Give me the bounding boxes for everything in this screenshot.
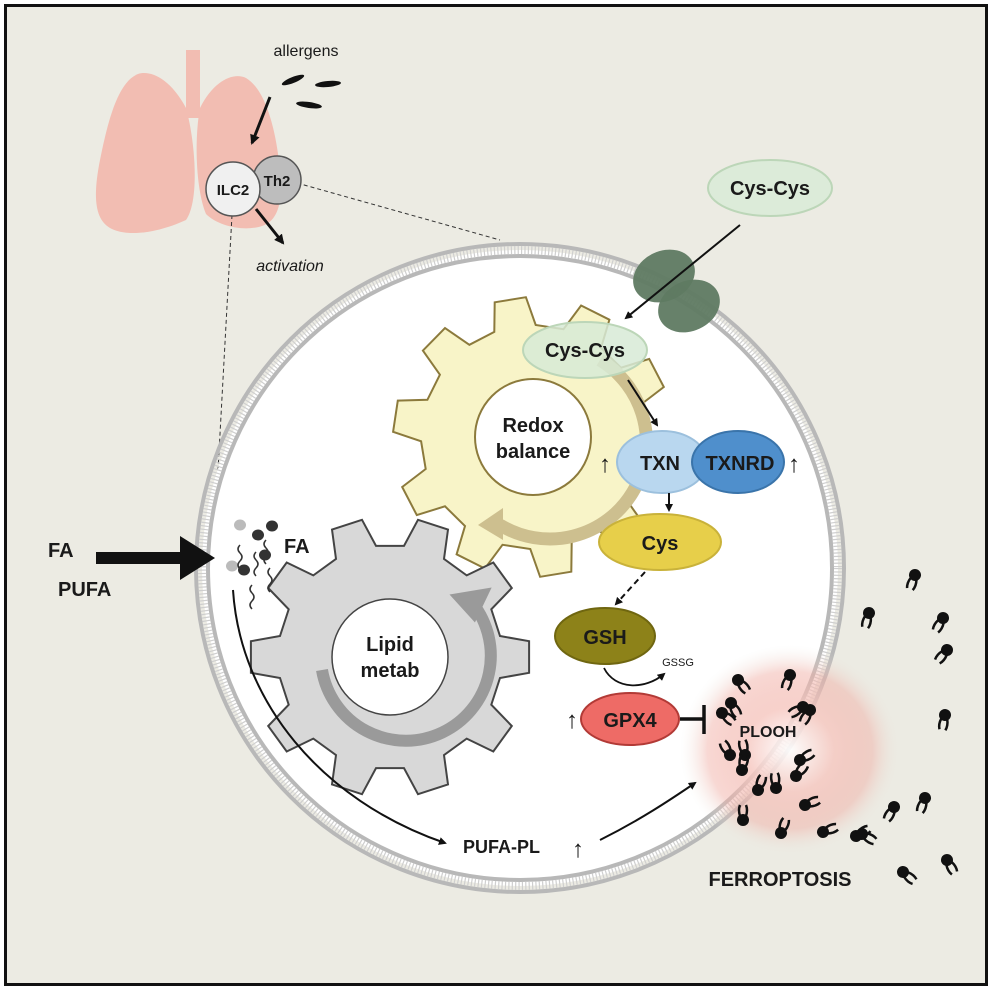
lipid-molecule xyxy=(769,772,782,794)
lipid-cycle-arrowhead xyxy=(449,587,492,623)
gpx4-label: GPX4 xyxy=(603,710,657,732)
lipid-molecule xyxy=(931,612,949,634)
lipid-molecule xyxy=(817,822,839,838)
cys-cys-outside-label: Cys-Cys xyxy=(730,178,810,200)
lipid-molecule xyxy=(933,644,953,665)
lipid-molecule xyxy=(794,748,816,766)
gpx4-node xyxy=(580,692,680,746)
fatty-acid-head xyxy=(226,560,238,572)
lipid-cycle-arrow xyxy=(316,596,497,747)
gpx4-up-arrow: ↑ xyxy=(566,707,578,734)
ferroptosis-glow xyxy=(680,645,900,855)
cys-label: Cys xyxy=(642,533,679,555)
allergen-particles xyxy=(281,74,341,109)
ferroptosis-label: FERROPTOSIS xyxy=(709,869,852,891)
cys-cys-inside xyxy=(522,321,648,379)
gsh-node xyxy=(554,607,656,665)
lipid-molecule xyxy=(937,709,951,731)
gsh-to-gssg-arrow xyxy=(603,667,666,687)
cys-to-gsh-arrow xyxy=(614,571,646,606)
cystine-transporter xyxy=(633,249,720,333)
fatty-acid-tail xyxy=(263,539,269,565)
allergens-label: allergens xyxy=(274,43,339,60)
oxidized-lipids xyxy=(716,569,959,886)
fatty-acid-head xyxy=(234,519,246,531)
cystine-import-arrow xyxy=(624,224,741,320)
pufa-pl-to-plooh-arrow xyxy=(599,781,697,841)
fatty-acid-head xyxy=(259,549,271,561)
lipid-molecule xyxy=(905,569,921,591)
lipid-label-line1: Lipid xyxy=(366,634,414,656)
txnrd-node xyxy=(691,430,785,494)
txnrd-label: TXNRD xyxy=(706,453,775,475)
redox-up-arrow: ↑ xyxy=(599,451,611,478)
lipid-molecule xyxy=(752,774,768,796)
lipid-molecule xyxy=(897,866,918,886)
lipid-molecule xyxy=(725,697,743,719)
fa-import-arrowhead xyxy=(180,536,215,580)
membrane-lipid-tails xyxy=(198,246,842,890)
allergen-arrow xyxy=(250,96,272,145)
fatty-acid-molecules xyxy=(226,519,278,610)
fa-to-pufa-pl-arrow xyxy=(232,589,447,845)
fa-outside-label: FA xyxy=(48,540,74,562)
txnrd-up-arrow: ↑ xyxy=(788,451,800,478)
fatty-acid-head xyxy=(266,520,278,532)
membrane-inner xyxy=(206,254,834,882)
cys-node xyxy=(598,513,722,571)
lipid-label-line2: metab xyxy=(361,660,420,682)
gssg-label: GSSG xyxy=(662,657,694,669)
pufa-pl-label: PUFA-PL xyxy=(463,837,540,857)
cys-cys-inside-label: Cys-Cys xyxy=(545,340,625,362)
activation-label: activation xyxy=(256,258,324,275)
lipid-molecule xyxy=(882,801,900,823)
fa-inside-label: FA xyxy=(284,536,310,558)
th2-label: Th2 xyxy=(264,173,291,190)
gsh-label: GSH xyxy=(583,627,626,649)
lipid-molecule xyxy=(780,669,796,691)
fatty-acid-head xyxy=(252,529,264,541)
lipid-molecule xyxy=(736,754,750,776)
redox-label-line2: balance xyxy=(496,441,570,463)
ilc2-cell xyxy=(205,161,261,217)
lipid-molecule xyxy=(716,707,737,727)
fatty-acid-tail xyxy=(267,567,273,593)
lipid-molecule xyxy=(787,701,809,719)
pufa-outside-label: PUFA xyxy=(58,579,111,601)
lipid-molecule xyxy=(775,817,791,839)
redox-gear-hub xyxy=(474,378,592,496)
redox-cycle-arrow xyxy=(496,354,653,546)
lipid-molecule xyxy=(941,854,959,876)
fatty-acid-tail xyxy=(253,551,259,577)
fatty-acid-tail xyxy=(237,544,243,570)
fatty-acid-head xyxy=(238,564,250,576)
redox-cycle-arrowhead xyxy=(478,508,503,540)
lipid-molecule xyxy=(718,739,736,761)
pufa-pl-up-arrow: ↑ xyxy=(572,836,584,863)
redox-label-line1: Redox xyxy=(502,415,563,437)
fatty-acid-tail xyxy=(249,584,255,610)
cys-cys-outside xyxy=(707,159,833,217)
lipid-molecule xyxy=(915,792,931,814)
fa-import-arrow-shaft xyxy=(96,552,186,564)
txn-label: TXN xyxy=(640,453,680,475)
lipid-molecule xyxy=(799,795,821,811)
ilc2-label: ILC2 xyxy=(217,182,250,199)
zoom-guide-right xyxy=(296,182,501,241)
lipid-gear-hub xyxy=(331,598,449,716)
activation-arrow xyxy=(254,208,285,245)
plooh-label: PLOOH xyxy=(740,724,797,741)
cys-cys-to-txn-arrow xyxy=(627,379,659,427)
lipid-molecule xyxy=(856,828,878,846)
lipid-molecule xyxy=(732,674,752,695)
lipid-molecule xyxy=(737,804,749,826)
lipid-molecule xyxy=(860,607,875,630)
